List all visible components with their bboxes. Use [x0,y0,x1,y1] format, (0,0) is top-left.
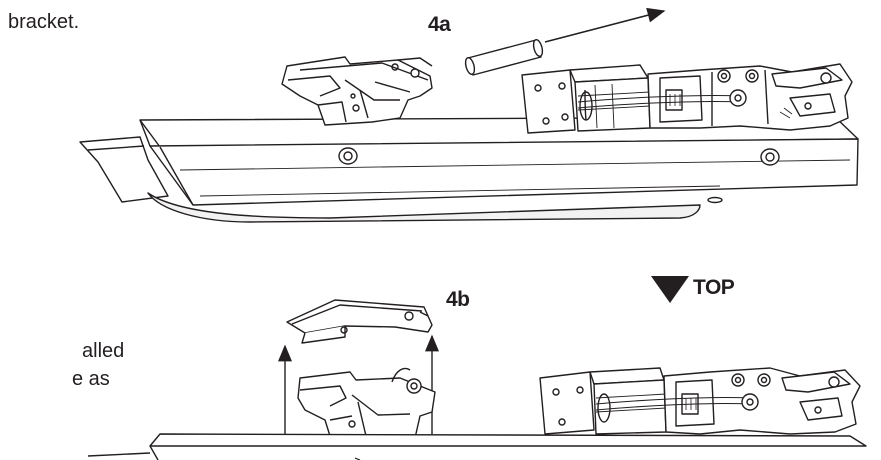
right-gear-mechanism-bottom [595,367,861,435]
instruction-text-fragment-1: bracket. [8,11,80,33]
removal-arrow-icon [544,7,666,43]
figure-4a [79,7,859,223]
top-orientation-label: TOP [693,276,735,299]
pin-icon [464,39,544,76]
left-latch-mechanism-bottom [297,367,436,441]
step-label-4b: 4b [446,288,470,311]
rail-assembly-top [79,116,859,223]
left-latch-mechanism-top [281,56,433,126]
figure-4b [87,276,867,460]
instruction-text-fragment-2: alled [82,340,125,362]
latch-cover-icon [286,299,433,344]
top-direction-triangle-icon [651,276,689,303]
right-gear-mechanism-top [577,63,853,131]
right-motor-block-bottom [539,367,667,435]
instruction-text-fragment-3: e as [72,368,110,390]
rail-assembly-bottom [87,433,867,460]
step-label-4a: 4a [428,13,451,36]
right-motor-block-top [521,64,651,134]
